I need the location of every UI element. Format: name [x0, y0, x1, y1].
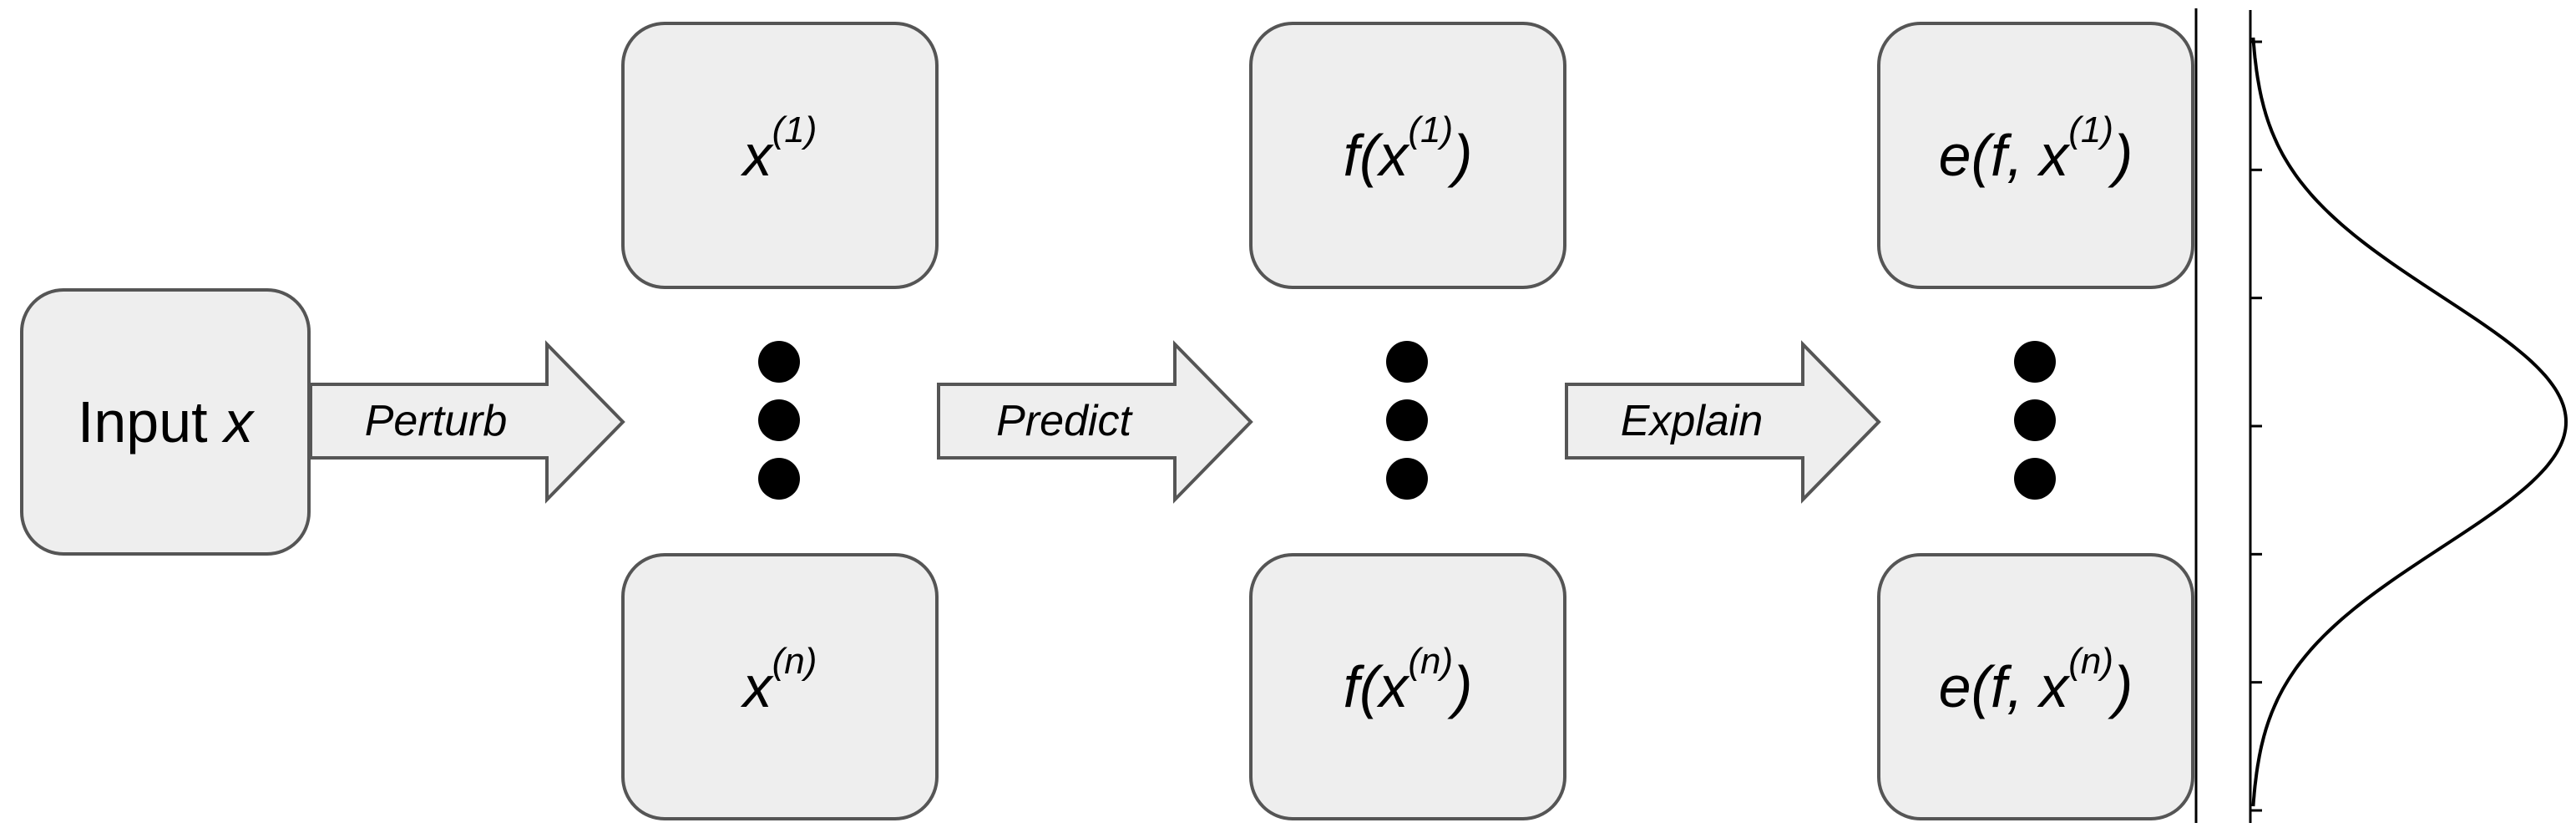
explain-label: Explain: [1620, 397, 1764, 445]
explanation-first-close: ): [2113, 123, 2133, 188]
ellipsis-dot-samples-1: [758, 341, 800, 383]
sample-first-index: (1): [772, 109, 817, 150]
prediction-first-close: ): [1453, 123, 1473, 188]
explanation-first-open: e(f, x: [1938, 123, 2069, 188]
prediction-box-last: f(x(n)): [1249, 553, 1566, 820]
perturb-arrow: [309, 340, 625, 504]
ellipsis-dot-predictions-1: [1386, 341, 1428, 383]
sample-first-var: x: [742, 123, 772, 188]
input-label: Input: [77, 389, 208, 455]
input-box: Input x: [20, 288, 311, 556]
prediction-last-index: (n): [1408, 641, 1454, 682]
ellipsis-dot-samples-3: [758, 458, 800, 500]
sample-last-var: x: [742, 654, 772, 719]
distribution-curve: [2251, 37, 2568, 807]
prediction-box-first: f(x(1)): [1249, 22, 1566, 289]
explanation-last-index: (n): [2068, 641, 2114, 682]
prediction-last-close: ): [1453, 654, 1473, 719]
predict-label: Predict: [996, 397, 1131, 445]
ellipsis-dot-predictions-2: [1386, 399, 1428, 441]
prediction-first-index: (1): [1408, 109, 1454, 150]
explanation-box-first: e(f, x(1)): [1877, 22, 2194, 289]
ellipsis-dot-explanations-1: [2014, 341, 2056, 383]
ellipsis-dot-predictions-3: [1386, 458, 1428, 500]
predict-arrow: [937, 340, 1253, 504]
ellipsis-dot-explanations-3: [2014, 458, 2056, 500]
prediction-first-open: f(x: [1343, 123, 1409, 188]
perturb-label: Perturb: [364, 397, 508, 445]
sample-box-first: x(1): [621, 22, 939, 289]
input-variable: x: [224, 389, 254, 455]
distribution-axis: [2249, 10, 2262, 823]
sample-box-last: x(n): [621, 553, 939, 820]
explanation-last-close: ): [2113, 654, 2133, 719]
explanation-box-last: e(f, x(n)): [1877, 553, 2194, 820]
explain-arrow: [1565, 340, 1881, 504]
ellipsis-dot-samples-2: [758, 399, 800, 441]
sample-last-index: (n): [772, 641, 817, 682]
explanation-last-open: e(f, x: [1938, 654, 2069, 719]
prediction-last-open: f(x: [1343, 654, 1409, 719]
explanation-first-index: (1): [2068, 109, 2114, 150]
ellipsis-dot-explanations-2: [2014, 399, 2056, 441]
